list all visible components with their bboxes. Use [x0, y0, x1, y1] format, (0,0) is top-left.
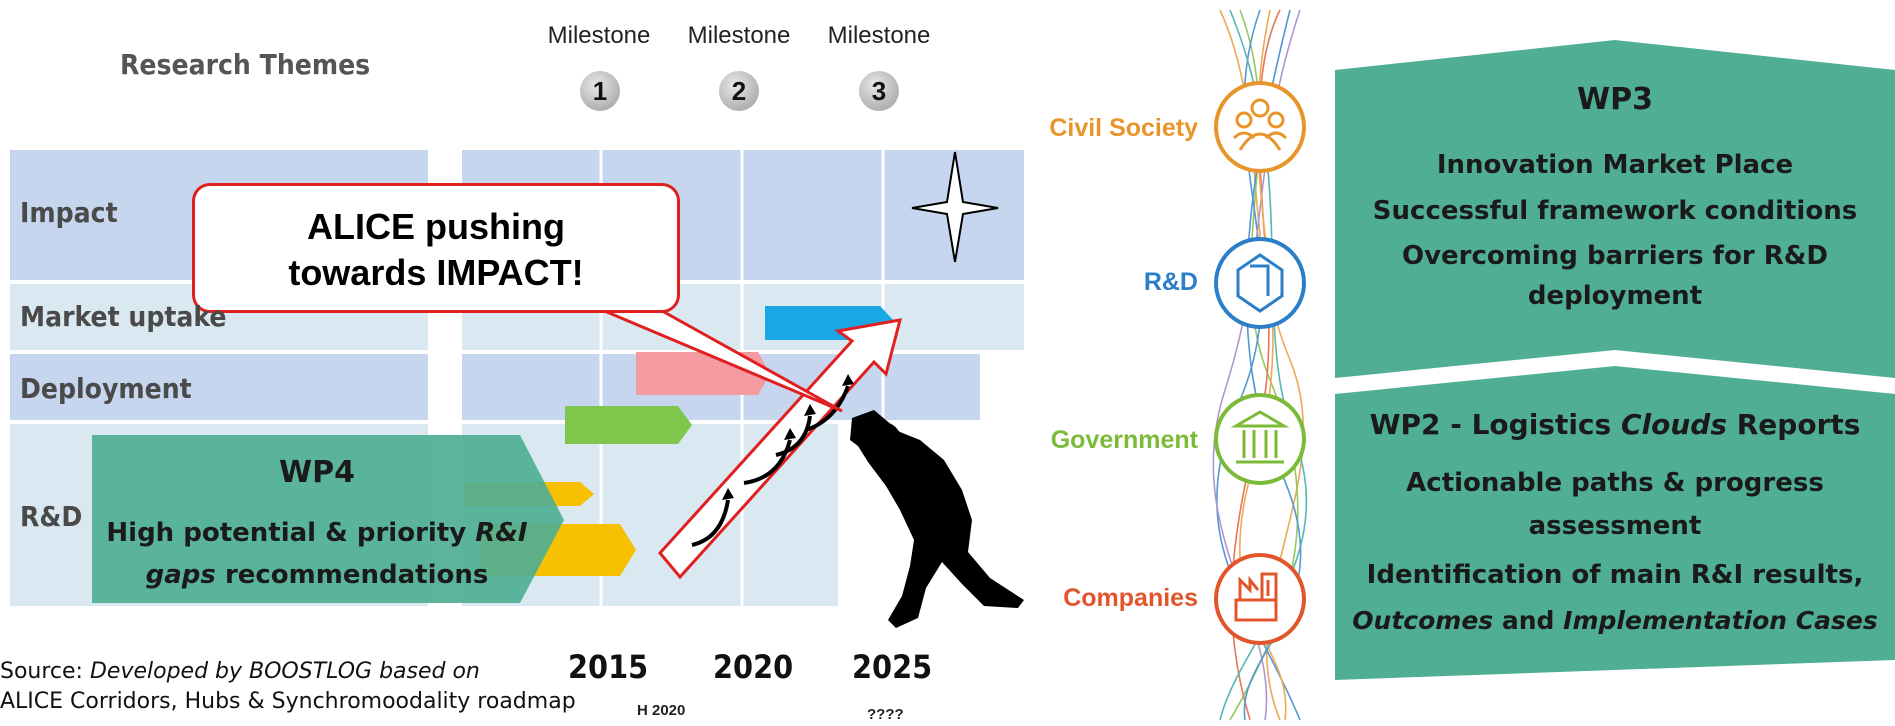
impact-callout: ALICE pushing towards IMPACT! [192, 183, 680, 313]
subyear-unknown: ???? [867, 706, 904, 723]
wp2-item: Actionable paths & progress [1406, 468, 1824, 498]
wp2-title-italic: Clouds [1620, 408, 1727, 441]
wp3-item: Successful framework conditions [1372, 196, 1858, 226]
wp4-box [92, 435, 564, 603]
pushing-man-silhouette [850, 410, 1024, 628]
year-2020: 2020 [713, 648, 794, 686]
star-icon [911, 151, 999, 263]
impact-arrow [658, 318, 903, 580]
milestone-3-label: Milestone [827, 22, 931, 49]
research-icon [1214, 237, 1306, 329]
roadmap-grid [10, 150, 1024, 628]
year-2025: 2025 [852, 648, 933, 686]
wp3-list: Innovation Market Place Successful frame… [1335, 142, 1895, 314]
wp-panels [1335, 40, 1895, 680]
wp4-text-part: recommendations [215, 560, 489, 590]
milestone-2-badge: 2 [719, 71, 759, 111]
wp2-panel [1335, 366, 1895, 680]
government-building-icon [1214, 393, 1306, 485]
wp4-text-italic: gaps [145, 560, 216, 590]
source-prefix: Source: [0, 659, 90, 684]
wp2-list: Actionable paths & progress assessment I… [1335, 460, 1895, 644]
callout-line-1: ALICE pushing [307, 206, 565, 247]
row-label-rd: R&D [20, 500, 83, 533]
stakeholder-rd: R&D [1143, 268, 1198, 296]
wp3-panel [1335, 40, 1895, 378]
wp4-title: WP4 [279, 455, 355, 490]
wp2-item: Identification of main R&I results, [1366, 560, 1864, 590]
deployment-row-band [10, 354, 428, 420]
wp2-item: assessment [1528, 511, 1702, 541]
wp2-item: Outcomes and Implementation Cases [1335, 598, 1895, 644]
milestone-1-label: Milestone [547, 22, 651, 49]
wp3-title: WP3 [1577, 82, 1653, 117]
stakeholder-government: Government [1050, 426, 1198, 454]
stakeholder-companies: Companies [1063, 584, 1198, 612]
row-label-market-uptake: Market uptake [20, 300, 227, 333]
wp4-text-part: High potential & priority [106, 518, 476, 548]
stakeholder-icons [1214, 81, 1306, 645]
row-label-deployment: Deployment [20, 372, 192, 405]
wp2-title: WP2 - Logistics Clouds Reports [1335, 408, 1895, 441]
row-label-impact: Impact [20, 196, 118, 229]
wp3-item: Overcoming barriers for R&D [1402, 241, 1828, 271]
year-2015: 2015 [568, 648, 649, 686]
wp3-item: deployment [1527, 281, 1703, 311]
stakeholder-civil-society: Civil Society [1049, 114, 1198, 142]
milestone-2-label: Milestone [687, 22, 791, 49]
wp2-title-part: Reports [1726, 408, 1861, 441]
source-line-2: ALICE Corridors, Hubs & Synchromoodality… [0, 689, 576, 714]
callout-line-2: towards IMPACT! [288, 252, 584, 293]
subyear-h2020: H 2020 [637, 702, 686, 719]
source-note: Source: Developed by BOOSTLOG based on A… [0, 657, 576, 717]
wp3-item: Innovation Market Place [1436, 150, 1794, 180]
progress-arrows [691, 385, 850, 547]
milestone-3-badge: 3 [859, 71, 899, 111]
wp2-item-italic: Outcomes [1352, 606, 1494, 635]
people-icon [1214, 81, 1306, 173]
wp2-title-part: WP2 - Logistics [1369, 408, 1621, 441]
milestone-1-badge: 1 [580, 71, 620, 111]
source-italic: Developed by BOOSTLOG based on [89, 659, 480, 684]
wp4-text-italic: R&I [475, 518, 528, 548]
wp2-item-italic: Implementation Cases [1563, 606, 1878, 635]
rd-bar-green [565, 406, 692, 444]
wp2-item-part: and [1493, 606, 1564, 635]
wp4-text: High potential & priority R&I gaps recom… [92, 512, 542, 596]
research-themes-title: Research Themes [120, 48, 371, 81]
